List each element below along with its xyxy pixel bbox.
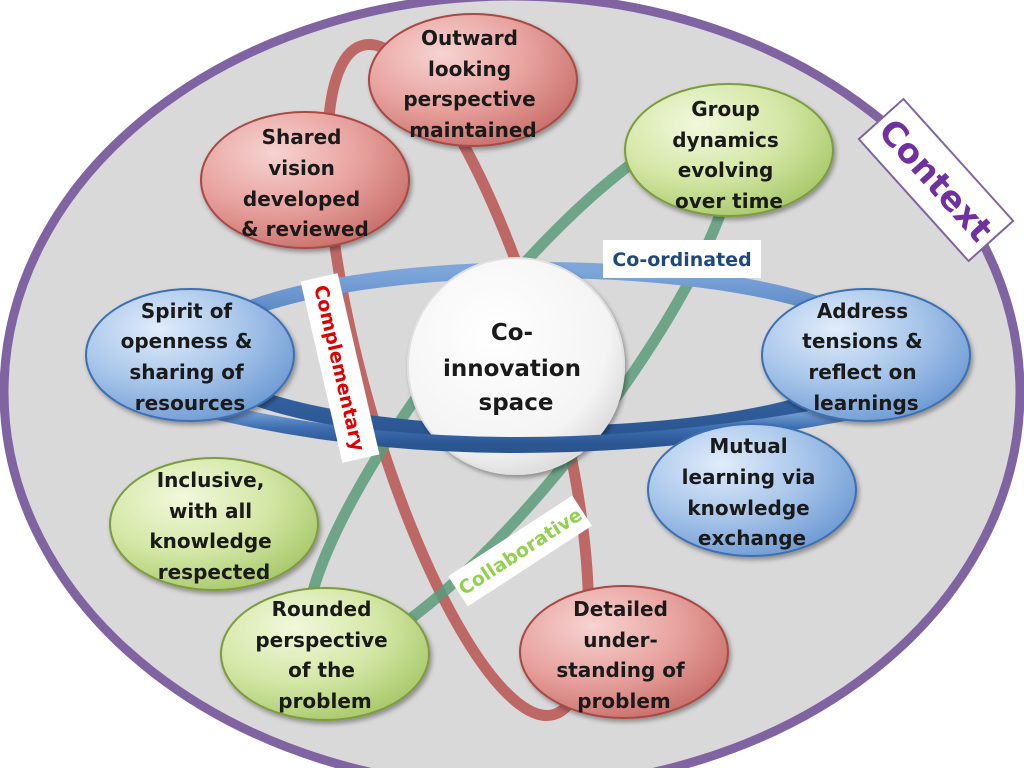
bubble-detailed-understanding [519, 585, 729, 719]
center-label-line-3: space [479, 390, 554, 416]
bubble-address-tensions [761, 288, 971, 422]
bubble-group-dynamics-label: Group dynamics evolving over time [672, 97, 786, 213]
bubble-shared-vision-label: Shared vision developed & reviewed [241, 125, 369, 241]
coordinated-label-box: Co-ordinated [603, 240, 761, 278]
bubble-mutual-learning-label: Mutual learning via knowledge exchange [682, 434, 823, 550]
bubble-outward-looking-label: Outward looking perspective maintained [403, 26, 542, 142]
bubble-outward-looking [368, 13, 578, 147]
bubble-detailed-understanding-label: Detailed under- standing of problem [556, 597, 691, 713]
coordinated-label: Co-ordinated [612, 249, 751, 271]
bubble-group-dynamics [624, 83, 834, 217]
bubble-spirit-of-openness-label: Spirit of openness & sharing of resource… [121, 299, 260, 415]
bubble-inclusive [109, 457, 319, 591]
center-label-line-1: Co- [491, 320, 533, 346]
bubble-rounded-perspective-label: Rounded perspective of the problem [255, 597, 394, 713]
bubble-spirit-of-openness [85, 288, 295, 422]
center-label-line-2: innovation [443, 356, 581, 382]
center-node [407, 257, 625, 475]
bubble-rounded-perspective [220, 587, 430, 721]
center-label: Co- innovation space [443, 320, 589, 416]
bubble-shared-vision [200, 111, 410, 249]
bubble-inclusive-label: Inclusive, with all knowledge respected [149, 468, 278, 584]
bubble-address-tensions-label: Address tensions & reflect on learnings [802, 299, 929, 415]
bubble-mutual-learning [647, 423, 857, 557]
